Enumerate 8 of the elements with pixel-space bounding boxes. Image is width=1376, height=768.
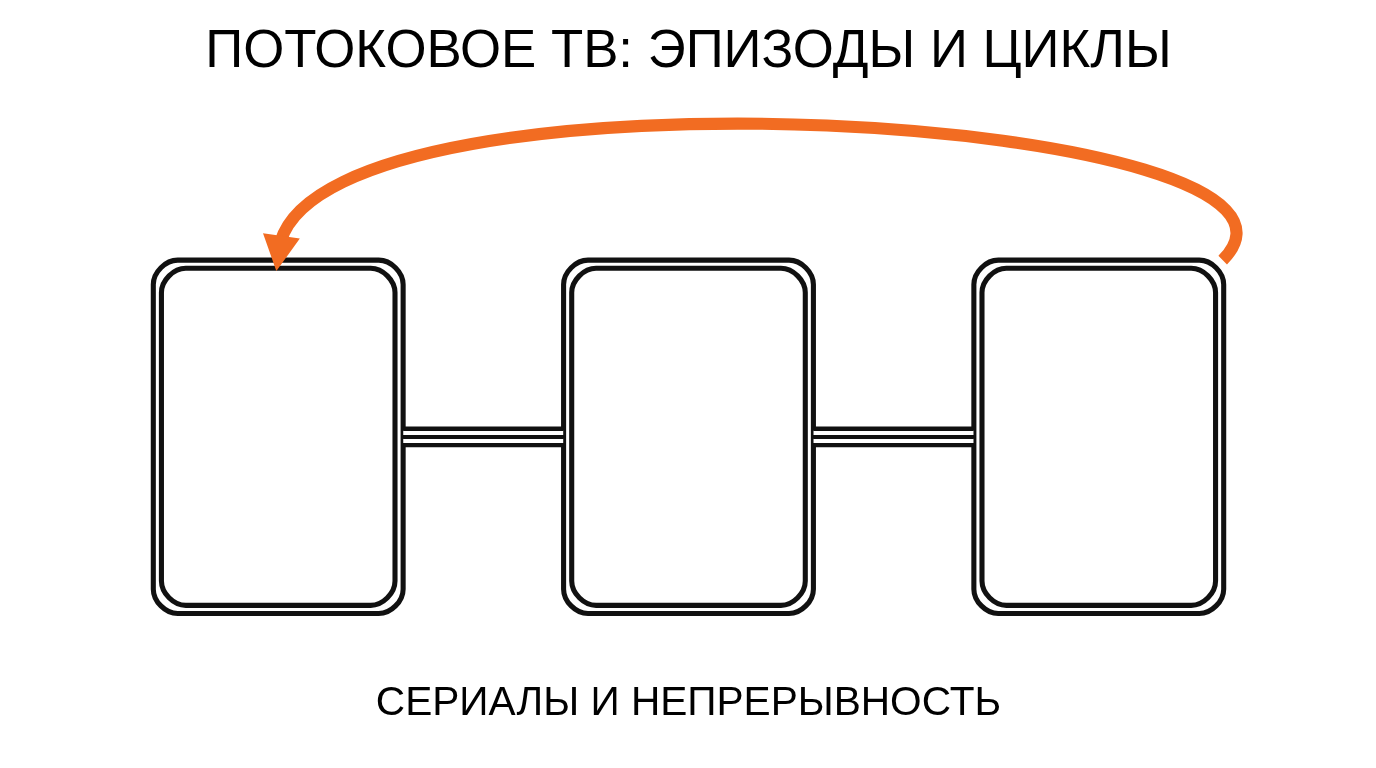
connector	[813, 426, 973, 448]
caption: СЕРИАЛЫ И НЕПРЕРЫВНОСТЬ	[375, 678, 1001, 725]
diagram-title: ПОТОКОВОЕ ТВ: ЭПИЗОДЫ И ЦИКЛЫ	[204, 18, 1172, 78]
node-picture	[560, 257, 816, 617]
arrow	[262, 117, 1240, 272]
connector	[402, 426, 563, 448]
node-picture	[150, 257, 406, 617]
node-picture	[970, 257, 1226, 617]
